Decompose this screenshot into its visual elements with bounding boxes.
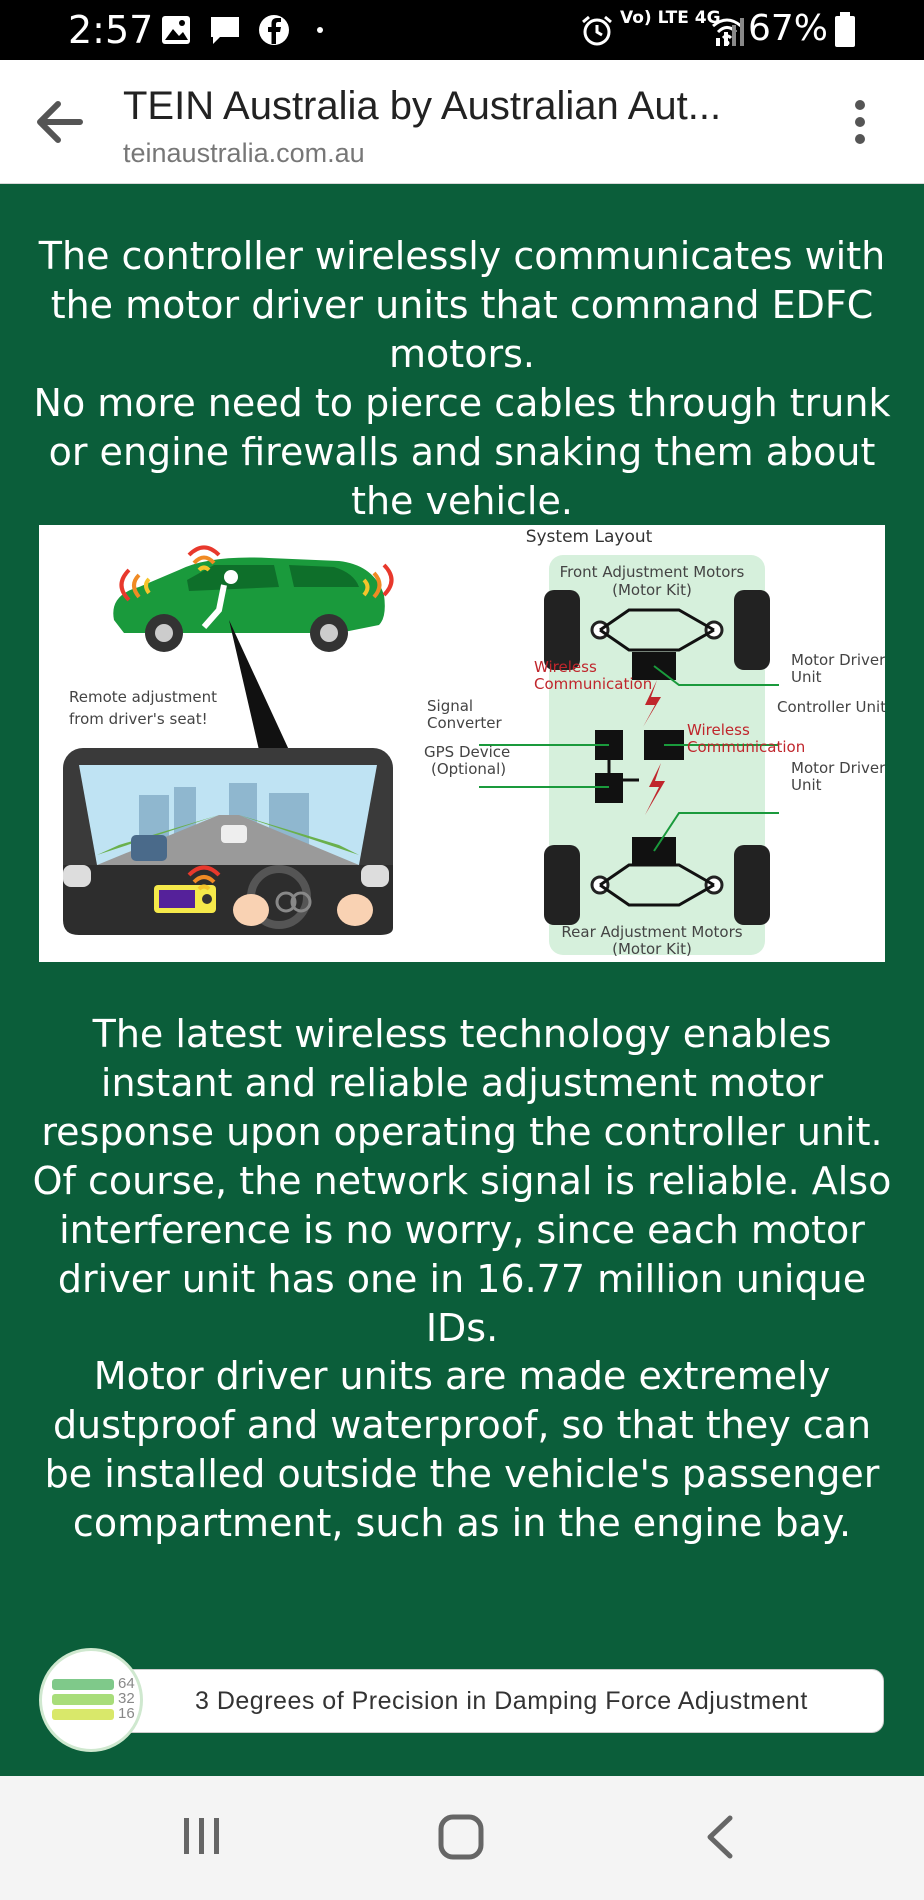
wireless-paragraph: The latest wireless technology enables i… — [32, 1012, 892, 1350]
level-16: 16 — [118, 1705, 135, 1722]
rear-motors-label-2: (Motor Kit) — [612, 940, 692, 958]
back-nav-icon[interactable] — [702, 1814, 738, 1860]
motor-driver-top-label-1: Motor Driver — [791, 651, 885, 669]
network-label: Vo) LTE 4G — [620, 8, 721, 28]
gps-label-1: GPS Device — [424, 743, 510, 761]
page-domain: teinaustralia.com.au — [123, 138, 365, 168]
battery-icon — [835, 12, 855, 47]
notification-dot-icon — [317, 27, 323, 33]
motor-driver-top-label-2: Unit — [791, 668, 822, 686]
gps-label-2: (Optional) — [431, 760, 506, 778]
browser-header: TEIN Australia by Australian Aut... tein… — [0, 60, 924, 184]
wheels — [544, 590, 770, 925]
more-options-icon[interactable] — [854, 100, 866, 146]
intro-text-2: No more need to pierce cables through tr… — [33, 381, 891, 523]
waterproof-paragraph: Motor driver units are made extremely du… — [44, 1354, 880, 1545]
battery-percent: 67% — [747, 8, 828, 49]
level-bar-16 — [52, 1709, 114, 1720]
lightning-icon — [643, 680, 661, 727]
front-motors-label-2: (Motor Kit) — [612, 581, 692, 599]
remote-label-1: Remote adjustment — [69, 688, 217, 706]
recent-apps-icon[interactable] — [180, 1814, 224, 1858]
level-32: 32 — [118, 1690, 135, 1707]
motor-driver-bottom-label-1: Motor Driver — [791, 759, 885, 777]
controller-unit-label: Controller Unit — [777, 698, 885, 716]
facebook-icon — [259, 15, 289, 45]
wireless-label-2b: Communication — [687, 738, 805, 756]
system-layout-figure: Remote adjustment from driver's seat! — [39, 525, 886, 962]
back-arrow-icon[interactable] — [36, 100, 84, 144]
wireless-signal-icon — [119, 545, 394, 602]
system-nav-bar — [0, 1776, 924, 1900]
rear-motors-label-1: Rear Adjustment Motors — [561, 923, 742, 941]
alarm-icon — [582, 15, 612, 46]
precision-banner[interactable]: 3 Degrees of Precision in Damping Force … — [82, 1669, 884, 1733]
car-illustration — [113, 557, 385, 652]
image-icon — [162, 16, 190, 44]
damping-levels-badge: 64 32 16 — [39, 1648, 143, 1752]
driver-view-illustration — [63, 748, 393, 935]
motor-driver-bottom-label-2: Unit — [791, 776, 822, 794]
page-title: TEIN Australia by Australian Aut... — [123, 84, 722, 128]
intro-text-1: The controller wirelessly communicates w… — [38, 234, 886, 376]
system-diagram: Remote adjustment from driver's seat! — [63, 527, 886, 958]
home-icon[interactable] — [438, 1814, 484, 1860]
message-icon — [211, 17, 239, 44]
level-64: 64 — [118, 1675, 135, 1692]
wireless-label-2a: Wireless — [687, 721, 750, 739]
wireless-label-1b: Communication — [534, 675, 652, 693]
level-bar-32 — [52, 1694, 114, 1705]
status-time: 2:57 — [68, 8, 154, 52]
system-layout-title: System Layout — [526, 527, 653, 547]
intro-paragraph: The controller wirelessly communicates w… — [30, 232, 894, 526]
status-bar: 2:57 Vo) LTE 4G 67% — [0, 0, 924, 60]
front-motors-label-1: Front Adjustment Motors — [560, 563, 745, 581]
zoom-pointer — [229, 620, 289, 750]
signal-converter-label-2: Converter — [427, 714, 503, 732]
remote-label-2: from driver's seat! — [69, 710, 208, 728]
banner-text: 3 Degrees of Precision in Damping Force … — [195, 1687, 808, 1715]
signal-icon — [716, 18, 744, 46]
wireless-label-1a: Wireless — [534, 658, 597, 676]
level-bar-64 — [52, 1679, 114, 1690]
signal-converter-label-1: Signal — [427, 697, 473, 715]
